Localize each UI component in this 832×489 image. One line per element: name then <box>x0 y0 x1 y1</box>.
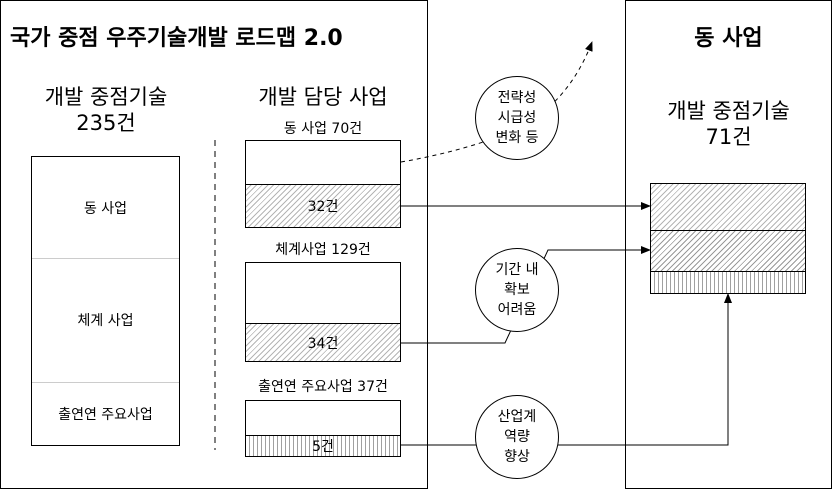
group-hatch-dong: 32건 <box>246 184 400 227</box>
left-segment-system: 체계 사업 <box>32 258 179 383</box>
right-segment-3 <box>651 272 805 293</box>
circle-period: 기간 내 확보 어려움 <box>475 248 559 332</box>
right-heading-line2: 71건 <box>705 125 752 149</box>
circle-strategy-line2: 시급성 <box>497 110 537 126</box>
left-stack-box: 동 사업 체계 사업 출연연 주요사업 <box>31 156 180 446</box>
left-heading-line2: 235건 <box>76 111 136 135</box>
group-value-institute: 5건 <box>312 439 334 455</box>
circle-period-line2: 확보 <box>504 282 530 298</box>
right-heading-line1: 개발 중점기술 <box>667 99 790 123</box>
group-hatch-institute: 5건 <box>246 435 400 456</box>
circle-industry-line3: 향상 <box>504 449 530 465</box>
group-box-system: 34건 <box>245 262 401 362</box>
group-label-dong: 동 사업 70건 <box>283 121 363 137</box>
group-label-institute: 출연연 주요사업 37건 <box>258 379 388 395</box>
circle-strategy: 전략성 시급성 변화 등 <box>475 76 559 160</box>
circle-industry-line2: 역량 <box>504 429 530 445</box>
circle-strategy-line1: 전략성 <box>497 90 537 106</box>
right-stack-box <box>650 183 806 294</box>
right-segment-1 <box>651 184 805 231</box>
group-box-institute: 5건 <box>245 400 401 457</box>
left-segment-dong: 동 사업 <box>32 157 179 259</box>
circle-period-line3: 어려움 <box>497 302 537 318</box>
left-heading-line1: 개발 중점기술 <box>44 85 168 109</box>
group-box-dong: 32건 <box>245 140 401 228</box>
circle-industry-line1: 산업계 <box>497 409 537 425</box>
group-hatch-system: 34건 <box>246 323 400 361</box>
right-panel-title: 동 사업 <box>694 26 763 51</box>
middle-heading: 개발 담당 사업 <box>258 85 388 109</box>
group-value-dong: 32건 <box>307 199 339 215</box>
group-label-system: 체계사업 129건 <box>275 242 371 258</box>
right-segment-2 <box>651 231 805 272</box>
circle-industry: 산업계 역량 향상 <box>475 395 559 479</box>
circle-period-line1: 기간 내 <box>495 262 539 278</box>
circle-strategy-line3: 변화 등 <box>495 130 539 146</box>
arrow-5 <box>401 293 732 446</box>
left-panel-title: 국가 중점 우주기술개발 로드맵 2.0 <box>10 26 343 51</box>
group-value-system: 34건 <box>307 335 339 352</box>
dashed-divider <box>214 140 216 450</box>
left-segment-institute: 출연연 주요사업 <box>58 406 153 423</box>
